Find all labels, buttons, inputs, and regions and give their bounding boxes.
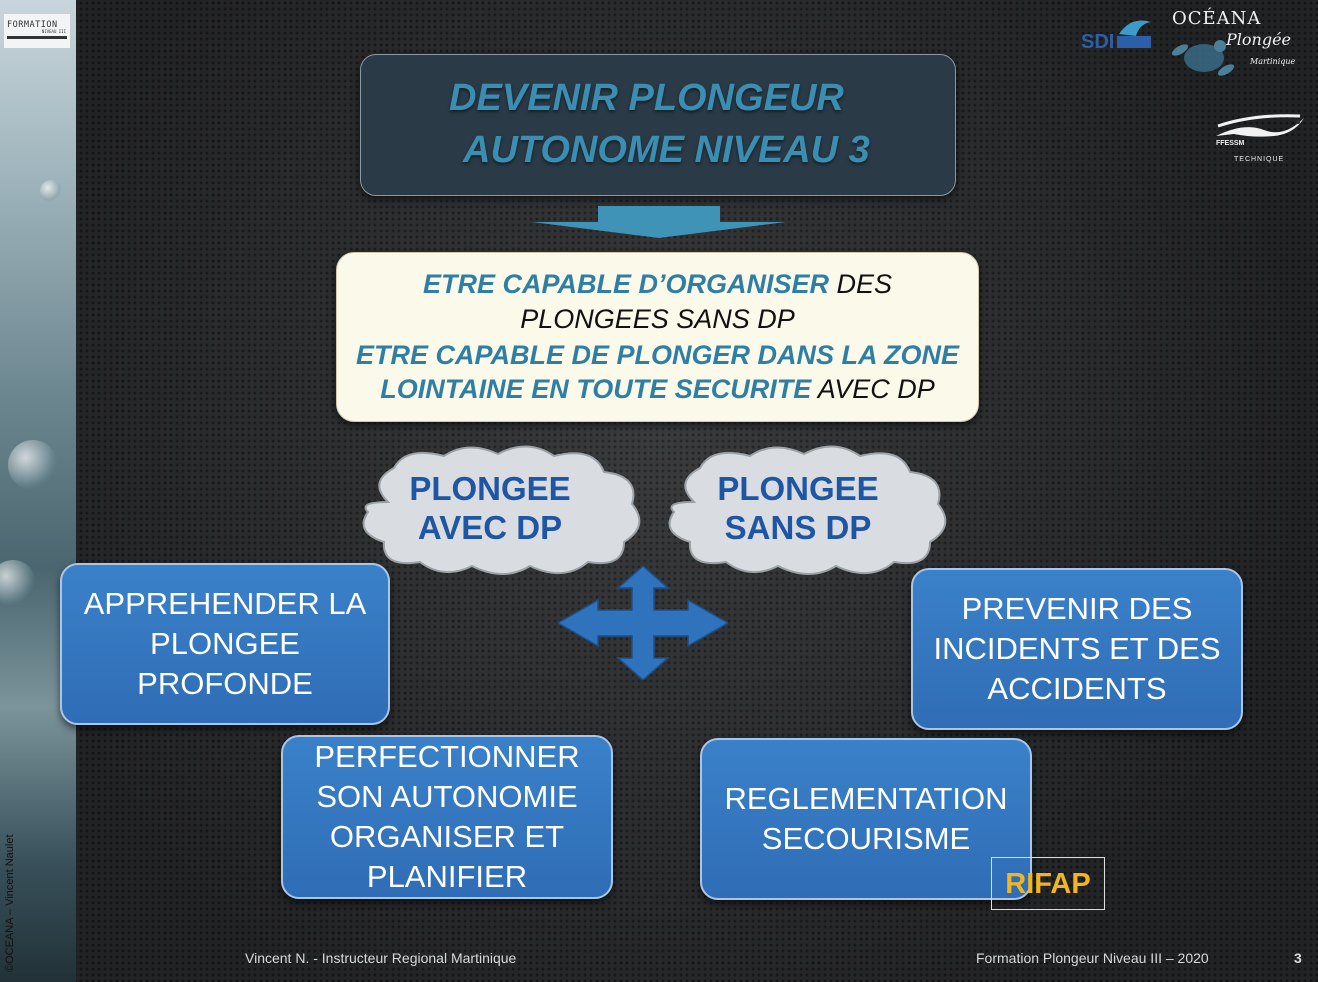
cloud-plongee-avec-dp: PLONGEE AVEC DP: [392, 469, 588, 547]
goal-box: ETRE CAPABLE D’ORGANISER DES PLONGEES SA…: [336, 252, 979, 422]
page-number: 3: [1294, 950, 1302, 966]
svg-text:SDI: SDI: [1081, 31, 1114, 52]
footer-right: Formation Plongeur Niveau III – 2020: [976, 950, 1209, 966]
water-drop: [8, 440, 58, 490]
box-line: PLANIFIER: [366, 859, 528, 894]
rifap-label: RIFAP: [991, 857, 1105, 910]
goal-line-1-rest: DES: [829, 269, 893, 299]
sdi-logo: SDI: [1081, 14, 1155, 53]
box-line: APPREHENDER LA: [83, 586, 367, 621]
title-box: DEVENIR PLONGEUR AUTONOME NIVEAU 3: [360, 54, 956, 196]
box-apprehender: APPREHENDER LA PLONGEE PROFONDE: [60, 563, 390, 725]
goal-line-4-highlight: LOINTAINE EN TOUTE SECURITE: [380, 374, 812, 404]
sidebar-image: FORMATION NIVEAU III ©OCEANA – Vincent N…: [0, 0, 76, 982]
cloud-line: AVEC DP: [417, 509, 563, 546]
footer-left: Vincent N. - Instructeur Regional Martin…: [245, 950, 517, 966]
oceana-logo-place: Martinique: [1250, 57, 1296, 66]
formation-logo: FORMATION NIVEAU III: [4, 14, 70, 48]
box-reglementation: REGLEMENTATION SECOURISME: [700, 738, 1032, 900]
goal-line-4-rest: AVEC DP: [811, 374, 935, 404]
box-line: REGLEMENTATION: [724, 781, 1008, 816]
box-line: PERFECTIONNER: [314, 739, 580, 774]
box-prevenir: PREVENIR DES INCIDENTS ET DES ACCIDENTS: [911, 568, 1243, 730]
turtle-icon: [1171, 40, 1235, 76]
box-perfectionner: PERFECTIONNER SON AUTONOMIE ORGANISER ET…: [281, 735, 613, 899]
formation-logo-text: FORMATION: [7, 20, 58, 30]
oceana-logo-sub: Plongée: [1226, 30, 1291, 49]
formation-logo-bar: [7, 36, 67, 39]
cloud-shape: [668, 445, 947, 575]
box-line: SECOURISME: [761, 821, 971, 856]
cloud-plongee-sans-dp: PLONGEE SANS DP: [700, 469, 896, 547]
cloud-shape: [362, 445, 641, 575]
wave-icon: [1216, 114, 1304, 137]
cloud-line: SANS DP: [724, 509, 872, 546]
box-line: ORGANISER ET: [329, 819, 565, 854]
water-drop: [0, 560, 36, 606]
goal-line-2: PLONGEES SANS DP: [520, 304, 795, 334]
water-drop: [40, 180, 62, 202]
down-arrow-icon: [532, 206, 786, 238]
box-line: PLONGEE: [150, 626, 300, 661]
goal-line-1: ETRE CAPABLE D’ORGANISER DES: [337, 269, 978, 300]
goal-line-4: LOINTAINE EN TOUTE SECURITE AVEC DP: [337, 374, 978, 405]
title-line-2: AUTONOME NIVEAU 3: [463, 129, 870, 171]
title-line-1: DEVENIR PLONGEUR: [449, 77, 844, 119]
ffessm-logo-text: FFESSM: [1216, 140, 1245, 147]
cloud-line: PLONGEE: [409, 470, 571, 507]
ffessm-logo: FFESSM TECHNIQUE: [1214, 112, 1306, 170]
goal-line-3-highlight: ETRE CAPABLE DE PLONGER DANS LA ZONE: [355, 340, 960, 370]
goal-line-1-highlight: ETRE CAPABLE D’ORGANISER: [422, 269, 829, 299]
box-line: SON AUTONOMIE: [316, 779, 578, 814]
oceana-logo: OCÉANA Plongée Martinique: [1168, 6, 1308, 86]
box-line: INCIDENTS ET DES: [933, 631, 1221, 666]
oceana-logo-title: OCÉANA: [1172, 8, 1262, 29]
goal-line-3: ETRE CAPABLE DE PLONGER DANS LA ZONE: [337, 340, 978, 371]
ffessm-logo-sub: TECHNIQUE: [1234, 156, 1285, 163]
formation-logo-sub: NIVEAU III: [41, 29, 66, 34]
box-line: PROFONDE: [137, 666, 313, 701]
box-line: PREVENIR DES: [961, 591, 1193, 626]
copyright-text: ©OCEANA – Vincent Naulet: [4, 834, 16, 972]
box-line: ACCIDENTS: [987, 671, 1167, 706]
cloud-line: PLONGEE: [717, 470, 879, 507]
four-way-arrow-icon: [558, 566, 728, 680]
